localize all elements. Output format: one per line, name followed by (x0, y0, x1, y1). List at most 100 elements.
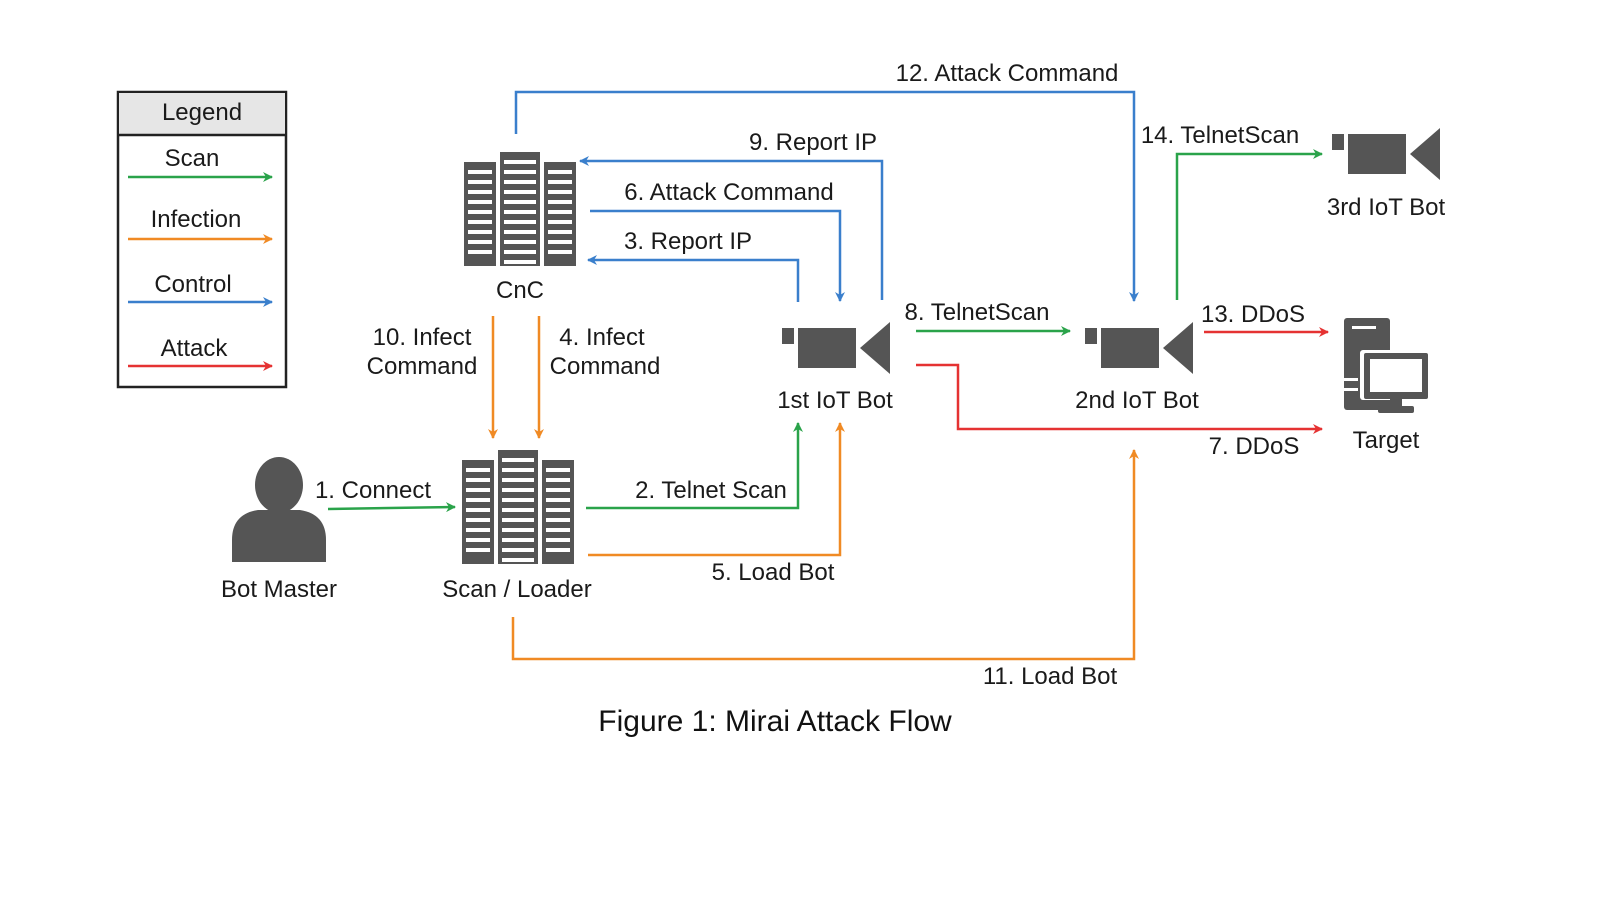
node-scan-loader: Scan / Loader (442, 450, 592, 603)
server-stripe (546, 508, 570, 512)
node-cnc: CnC (464, 152, 576, 304)
server-stripe (468, 240, 492, 244)
legend-label-infection: Infection (151, 206, 242, 233)
server-stripe (468, 200, 492, 204)
server-stripe (504, 160, 536, 164)
camera-icon (1085, 322, 1193, 374)
server-stripe (504, 250, 536, 254)
server-stripe (502, 508, 534, 512)
server-stripe (502, 548, 534, 552)
server-stripe (502, 518, 534, 522)
edge-8-telnetscan: 8. TelnetScan (905, 299, 1071, 336)
figure-caption: Figure 1: Mirai Attack Flow (598, 705, 952, 738)
server-stripe (466, 498, 490, 502)
server-icon (462, 450, 574, 564)
edge-11-load-bot: 11. Load Bot (511, 449, 1139, 690)
edge-label: 9. Report IP (749, 129, 877, 156)
server-stripes (468, 160, 572, 264)
server-stripe (468, 210, 492, 214)
server-stripe (548, 190, 572, 194)
node-label-iot-bot-2: 2nd IoT Bot (1075, 387, 1199, 414)
edge-14-telnetscan: 14. TelnetScan (1141, 122, 1323, 300)
server-stripe (466, 488, 490, 492)
legend: Legend Scan Infection Control Attack (116, 90, 288, 389)
node-label-cnc: CnC (496, 277, 544, 304)
server-stripe (504, 170, 536, 174)
server-stripe (504, 180, 536, 184)
legend-label-control: Control (154, 271, 231, 298)
server-stripe (468, 230, 492, 234)
edge-9-report-ip: 9. Report IP (579, 129, 884, 300)
edge-label: 2. Telnet Scan (635, 477, 787, 504)
server-stripe (466, 548, 490, 552)
edge-label: 11. Load Bot (983, 663, 1118, 690)
node-iot-bot-3: 3rd IoT Bot (1327, 128, 1446, 221)
server-stripe (546, 478, 570, 482)
server-stripe (502, 528, 534, 532)
edge-label: 14. TelnetScan (1141, 122, 1299, 149)
server-stripe (548, 230, 572, 234)
server-stripe (466, 468, 490, 472)
edge-label-line2: Command (367, 353, 478, 380)
server-stripe (548, 200, 572, 204)
edge-label: 8. TelnetScan (905, 299, 1050, 326)
edge-label: 7. DDoS (1209, 433, 1300, 460)
person-icon (232, 457, 326, 562)
server-stripe (466, 508, 490, 512)
server-stripe (502, 468, 534, 472)
server-stripe (546, 498, 570, 502)
edge-12-attack-command: 12. Attack Command (514, 60, 1139, 302)
server-stripe (548, 250, 572, 254)
server-stripe (502, 498, 534, 502)
server-stripe (502, 478, 534, 482)
server-stripe (504, 200, 536, 204)
server-stripe (466, 478, 490, 482)
server-stripe (504, 260, 536, 264)
server-stripe (468, 170, 492, 174)
server-stripe (546, 518, 570, 522)
node-label-scan-loader: Scan / Loader (442, 576, 591, 603)
camera-icon (1332, 128, 1440, 180)
server-stripe (546, 528, 570, 532)
server-stripe (504, 240, 536, 244)
node-iot-bot-1: 1st IoT Bot (777, 322, 893, 414)
edge-label-line1: 4. Infect (559, 324, 645, 351)
server-stripe (548, 180, 572, 184)
edge-4-infect-command: 4. Infect Command (534, 316, 660, 439)
edge-10-infect-command: 10. Infect Command (367, 316, 498, 439)
server-stripe (548, 210, 572, 214)
server-stripe (504, 220, 536, 224)
edge-label-line1: 10. Infect (373, 324, 472, 351)
server-stripe (502, 458, 534, 462)
server-stripe (546, 468, 570, 472)
camera-icon (782, 322, 890, 374)
server-stripe (468, 180, 492, 184)
node-target: Target (1344, 318, 1430, 454)
edge-label: 5. Load Bot (712, 559, 835, 586)
edge-3-report-ip: 3. Report IP (587, 228, 800, 302)
legend-label-scan: Scan (165, 145, 220, 172)
server-stripe (504, 190, 536, 194)
server-icon (464, 152, 576, 266)
server-stripe (504, 210, 536, 214)
edge-13-ddos: 13. DDoS (1201, 301, 1329, 337)
server-stripe (548, 240, 572, 244)
server-stripe (546, 548, 570, 552)
node-label-iot-bot-3: 3rd IoT Bot (1327, 194, 1446, 221)
legend-header (119, 93, 285, 135)
legend-label-attack: Attack (161, 335, 229, 362)
edge-5-load-bot: 5. Load Bot (588, 422, 845, 586)
server-stripe (466, 528, 490, 532)
server-stripe (468, 190, 492, 194)
edge-6-attack-command: 6. Attack Command (590, 179, 845, 302)
edge-1-connect: 1. Connect (315, 477, 456, 513)
server-stripe (548, 170, 572, 174)
server-stripe (546, 538, 570, 542)
server-stripe (502, 488, 534, 492)
server-stripe (502, 558, 534, 562)
edge-label: 1. Connect (315, 477, 431, 504)
edge-label: 12. Attack Command (896, 60, 1119, 87)
edge-label: 13. DDoS (1201, 301, 1305, 328)
edge-2-telnet-scan: 2. Telnet Scan (586, 422, 803, 510)
